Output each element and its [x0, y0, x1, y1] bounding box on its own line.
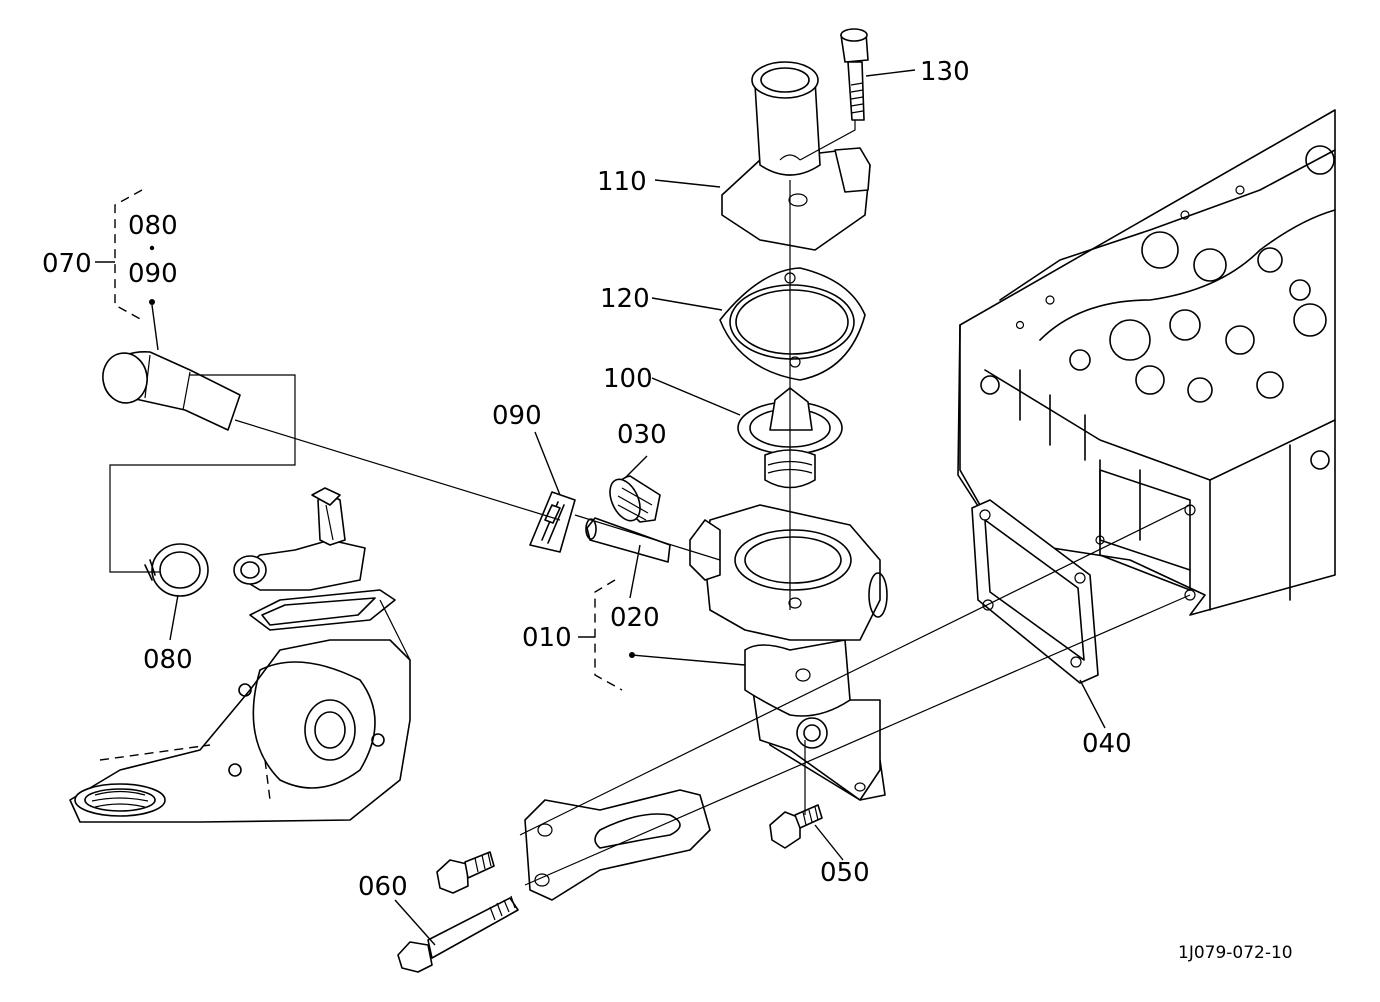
leader-lines [95, 69, 1106, 946]
label-100: 100 [603, 364, 653, 394]
bolt-060 [397, 895, 519, 973]
label-120: 120 [600, 284, 650, 314]
label-060: 060 [358, 872, 408, 902]
label-080-bottom: 080 [143, 645, 193, 675]
bolt-050 [769, 804, 823, 849]
bolt-short [436, 851, 495, 894]
thermostat-cover-110 [721, 61, 871, 251]
group-bracket-010 [594, 579, 623, 691]
plug-030 [609, 475, 661, 523]
group-bracket-070 [114, 189, 143, 321]
water-pump-body [69, 639, 411, 823]
label-030: 030 [617, 420, 667, 450]
gasket-120 [719, 267, 866, 381]
flange-bolt [325, 504, 334, 541]
pipe-020 [585, 517, 671, 563]
part-labels: 130 110 120 100 030 090 020 010 040 050 … [42, 57, 1132, 902]
hose-070 [102, 351, 241, 431]
leader-dots [149, 245, 635, 658]
water-flange [233, 487, 396, 631]
label-020: 020 [610, 603, 660, 633]
gasket-040 [971, 499, 1099, 684]
label-090-right: 090 [492, 401, 542, 431]
reference-code: 1J079-072-10 [1178, 943, 1293, 963]
bolt-130 [840, 28, 869, 121]
cylinder-head [957, 109, 1336, 616]
label-010: 010 [522, 623, 572, 653]
assembly-lines [109, 120, 1191, 886]
thermostat-housing-010 [689, 504, 888, 801]
label-080-top: 080 [128, 211, 178, 241]
clamp-080 [144, 543, 209, 597]
label-040: 040 [1082, 729, 1132, 759]
clamp-090 [529, 491, 576, 553]
label-110: 110 [597, 167, 647, 197]
label-070: 070 [42, 249, 92, 279]
label-130: 130 [920, 57, 970, 87]
label-090-top: 090 [128, 259, 178, 289]
label-050: 050 [820, 858, 870, 888]
